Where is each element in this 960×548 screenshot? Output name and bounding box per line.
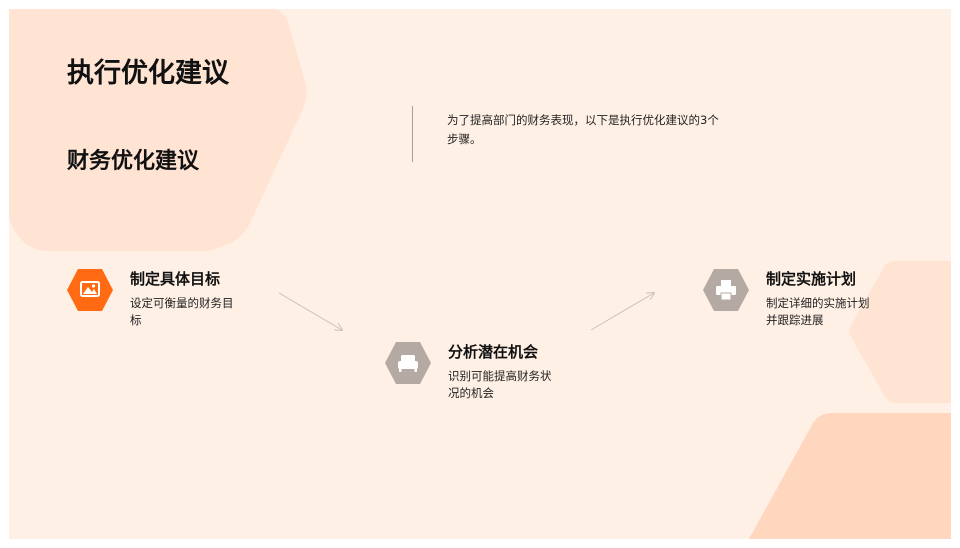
- step-3-title: 制定实施计划: [766, 270, 857, 288]
- page-title: 执行优化建议: [67, 58, 229, 89]
- arrow-step1-to-step2: [278, 292, 342, 330]
- step-1-desc: 设定可衡量的财务目标: [130, 296, 234, 327]
- intro-text: 为了提高部门的财务表现，以下是执行优化建议的3个步骤。: [447, 113, 719, 146]
- sofa-icon: [385, 342, 431, 384]
- step-2-desc: 识别可能提高财务状况的机会: [448, 369, 552, 400]
- printer-icon: [703, 269, 749, 311]
- slide: 执行优化建议 财务优化建议 为了提高部门的财务表现，以下是执行优化建议的3个步骤…: [9, 9, 951, 539]
- arrow-step2-to-step3: [590, 293, 654, 331]
- decor-hexagon-bottom-right: [749, 413, 951, 539]
- step-3-desc: 制定详细的实施计划并跟踪进展: [766, 296, 870, 327]
- divider-line: [412, 106, 413, 162]
- decor-hexagon-top-left: [9, 9, 307, 251]
- step-2-title: 分析潜在机会: [448, 343, 539, 361]
- step-1-title: 制定具体目标: [130, 270, 221, 288]
- flow-arrows: [278, 9, 951, 539]
- decor-hexagon-right: [849, 261, 951, 403]
- section-subtitle: 财务优化建议: [67, 149, 200, 174]
- image-icon: [67, 269, 113, 311]
